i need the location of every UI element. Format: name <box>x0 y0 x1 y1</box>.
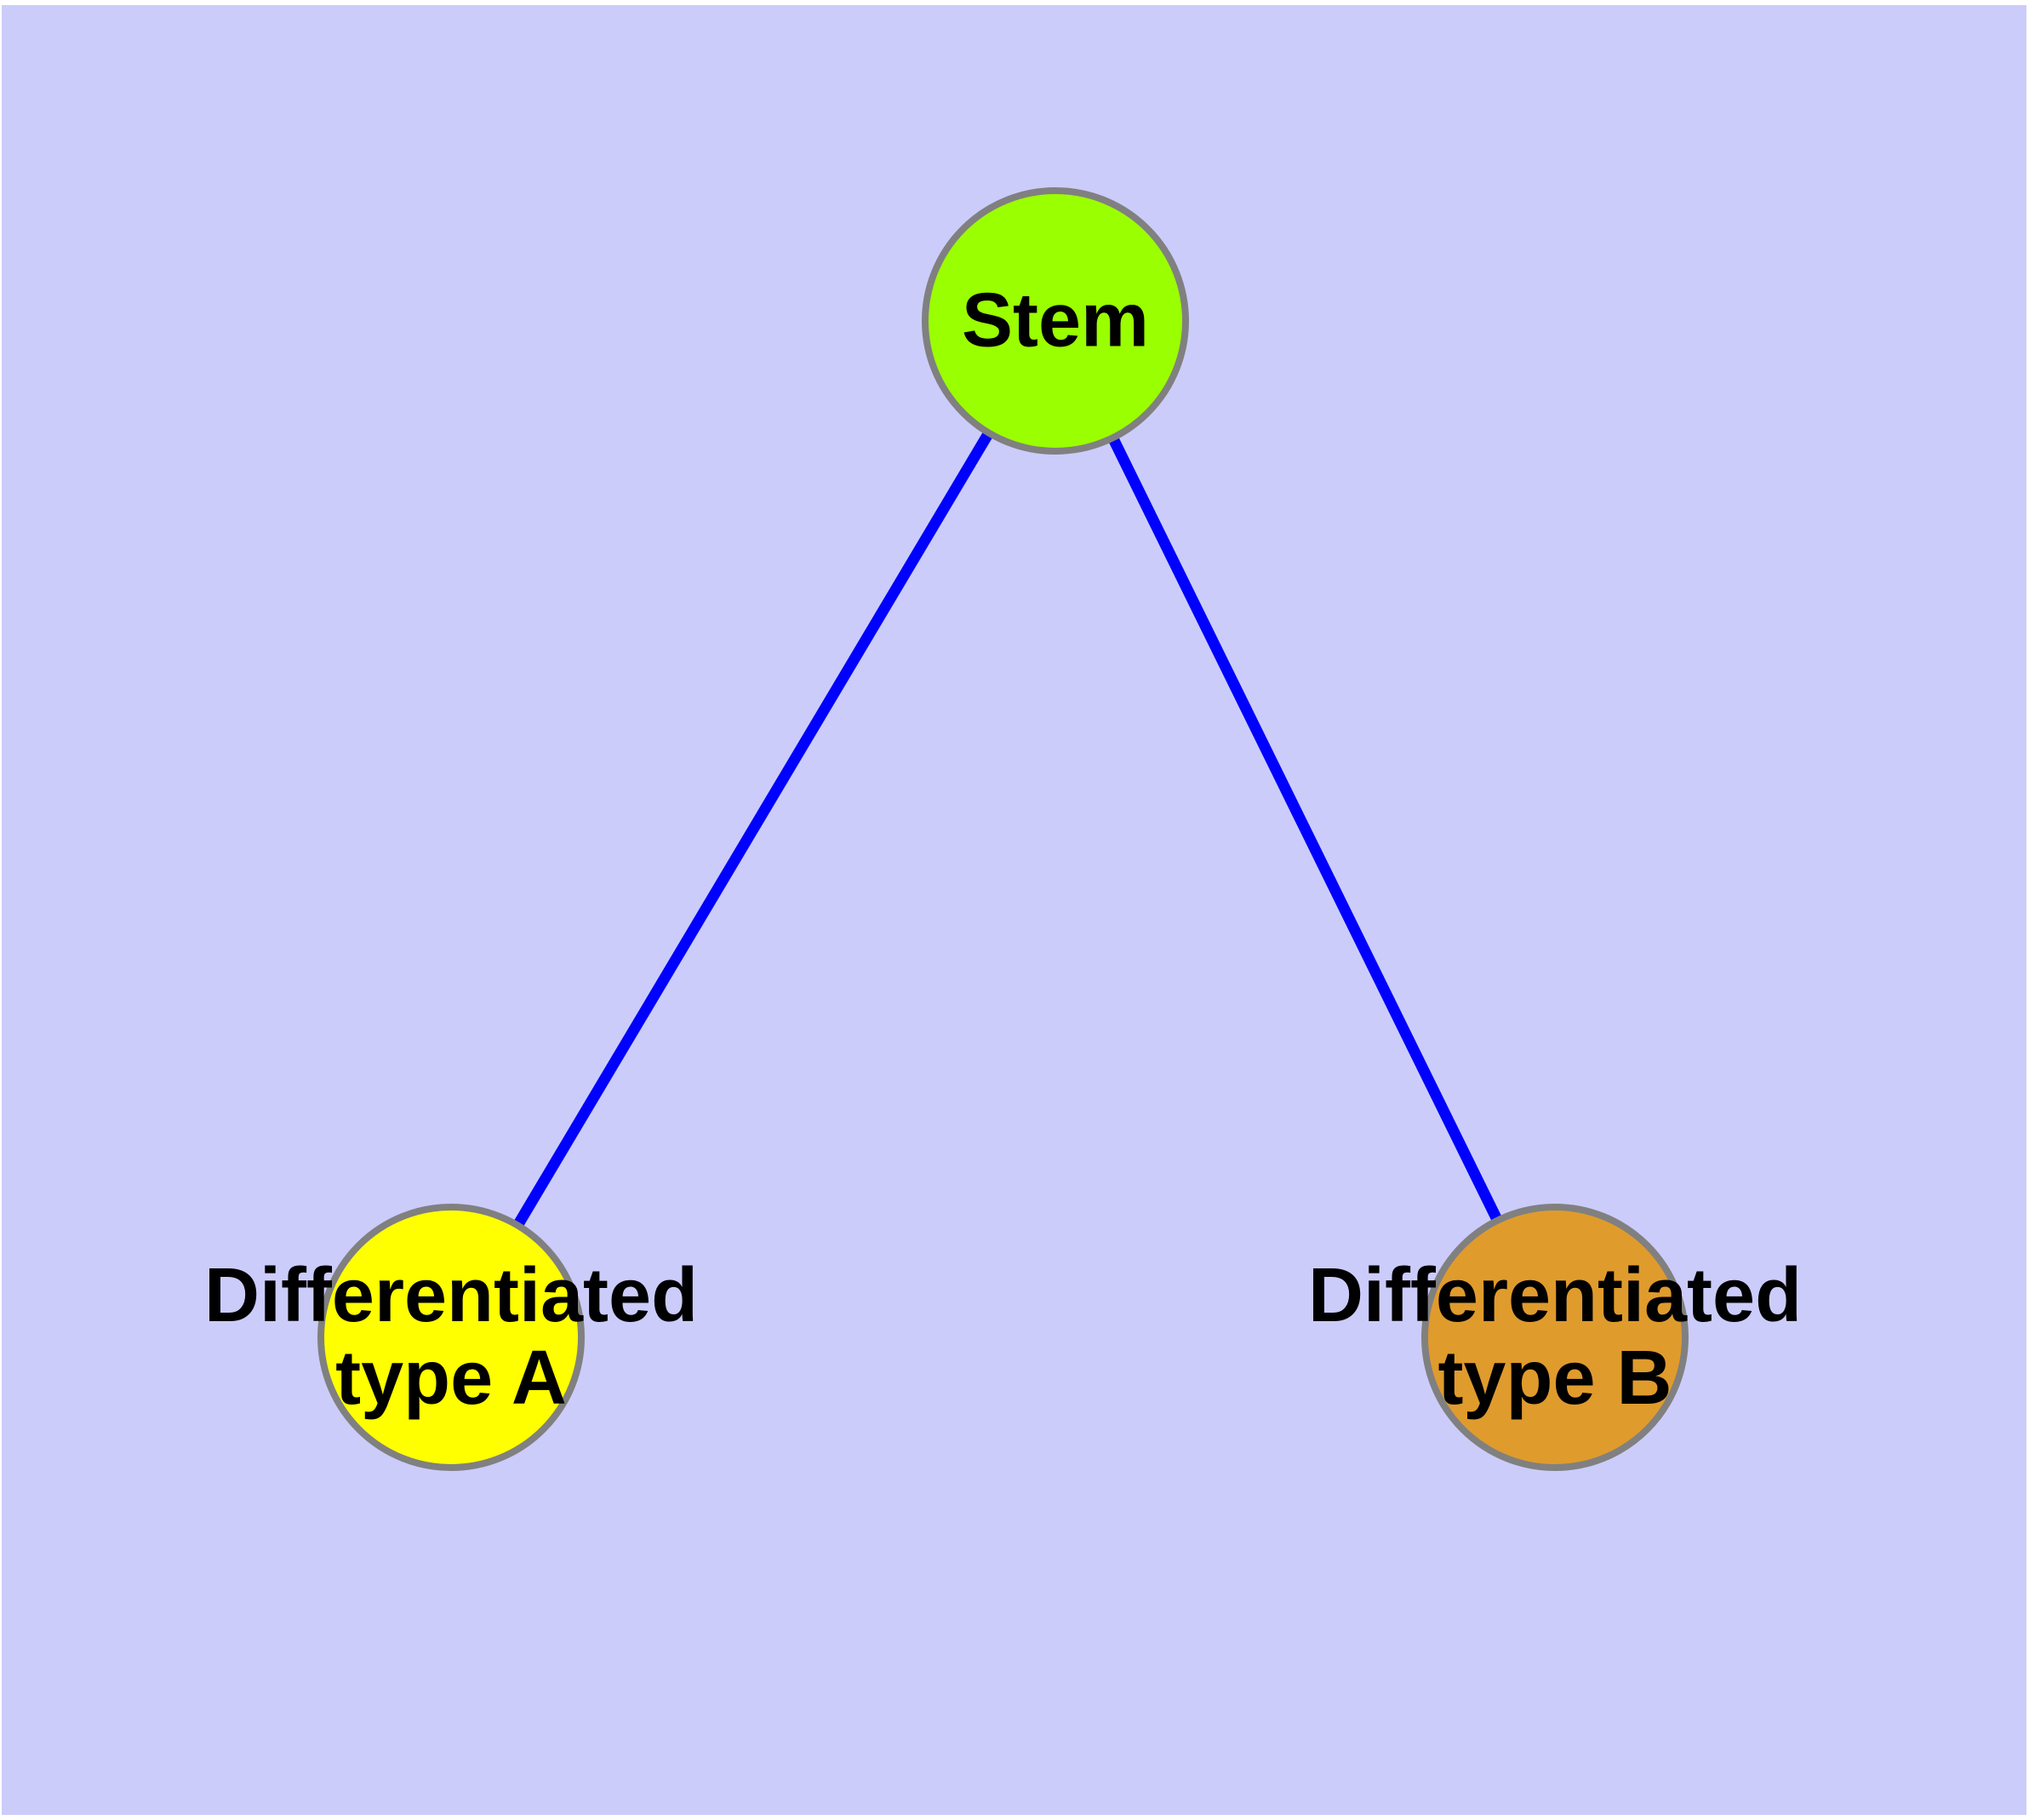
node-circle-differentiated-type-a[interactable] <box>317 1204 585 1471</box>
node-circle-differentiated-type-b[interactable] <box>1421 1204 1689 1471</box>
edge-stem-to-differentiated-type-b <box>1050 318 1560 1340</box>
node-circle-stem[interactable] <box>922 187 1189 455</box>
graph-svg <box>317 187 1689 1471</box>
node-layer <box>317 187 1689 1471</box>
edge-stem-to-differentiated-type-a <box>446 318 1060 1341</box>
edge-layer <box>446 318 1560 1341</box>
